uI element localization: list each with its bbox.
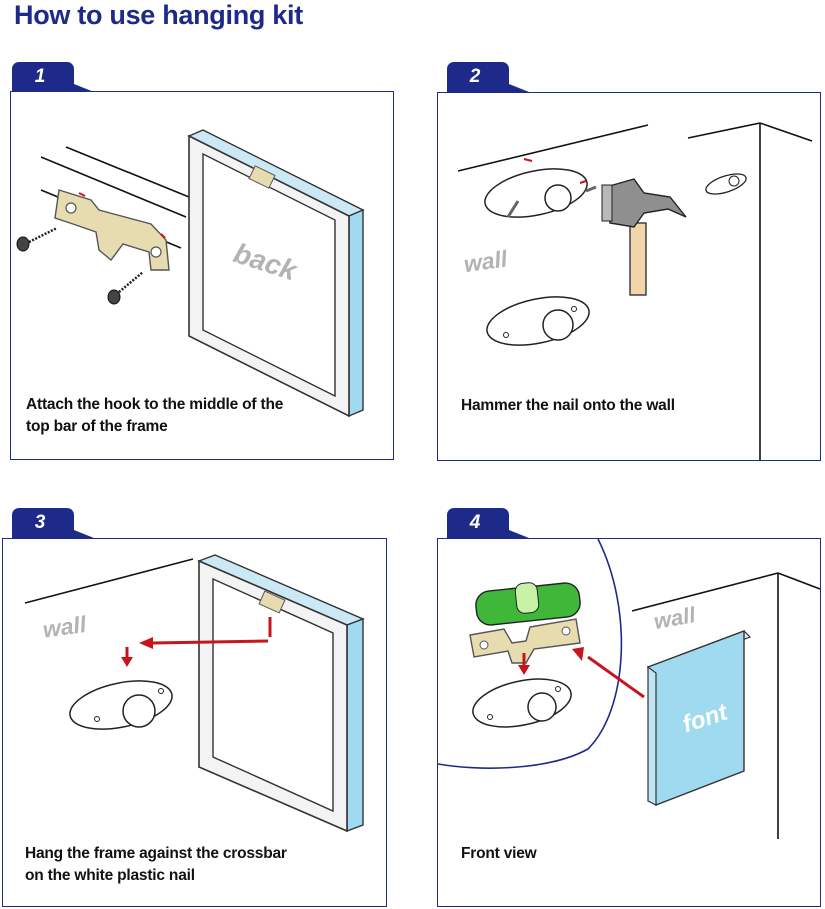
plastic-nail-small-icon [705, 173, 747, 195]
step-2-badge: 2 [447, 62, 529, 92]
step-2-caption: Hammer the nail onto the wall [461, 395, 675, 417]
wall-label: wall [462, 245, 509, 277]
step-1-badge: 1 [12, 62, 94, 92]
sawtooth-hanger-icon [54, 189, 170, 271]
step-1-number: 1 [34, 66, 46, 87]
step-4-caption: Front view [461, 843, 537, 865]
picture-frame-back-icon [187, 129, 365, 418]
step-3-panel: wall Hang the frame against the crossbar… [2, 538, 387, 907]
canvas-front-icon [646, 629, 752, 806]
step-2-caption-line-1: Hammer the nail onto the wall [461, 397, 675, 414]
step-4-number: 4 [469, 512, 481, 533]
step-4-badge: 4 [447, 508, 529, 538]
step-1-caption-line-2: top bar of the frame [26, 418, 168, 435]
step-1-illustration: back [16, 129, 365, 418]
plastic-nail-icon [486, 296, 590, 346]
step-2-panel: wall Hammer the nail onto the wall [437, 92, 821, 461]
step-4-panel: wall font Front view [437, 538, 821, 907]
wall-label: wall [652, 602, 698, 634]
step-4-illustration: wall font [438, 539, 820, 839]
step-4-caption-line-1: Front view [461, 845, 537, 862]
step-1-caption-line-1: Attach the hook to the middle of the [26, 396, 284, 413]
plastic-nail-icon [472, 678, 572, 728]
step-2-number: 2 [469, 66, 481, 87]
step-2-illustration: wall [457, 122, 813, 460]
red-arrow-icon [121, 617, 272, 667]
zoom-circle [438, 539, 623, 769]
plastic-nail-icon [69, 680, 173, 730]
step-3-caption-line-2: on the white plastic nail [25, 867, 195, 884]
picture-frame-icon [197, 554, 365, 833]
step-3-illustration: wall [24, 554, 365, 833]
step-3-number: 3 [34, 512, 46, 533]
spirit-level-icon [475, 582, 581, 626]
step-3-badge: 3 [12, 508, 94, 538]
plastic-nail-icon [484, 168, 597, 218]
sawtooth-hanger-icon [469, 618, 581, 664]
red-arrow-icon [518, 665, 530, 675]
wall-label: wall [41, 611, 88, 643]
step-3-caption: Hang the frame against the crossbar on t… [25, 843, 287, 887]
page-title: How to use hanging kit [14, 0, 303, 30]
screw-icon [107, 271, 144, 305]
hammer-icon [601, 178, 687, 296]
screw-icon [16, 226, 58, 252]
step-3-caption-line-1: Hang the frame against the crossbar [25, 845, 287, 862]
step-1-panel: back Attach the hook to the middle of th… [10, 91, 394, 460]
step-1-caption: Attach the hook to the middle of the top… [26, 394, 283, 438]
red-arrow-icon [572, 647, 584, 661]
